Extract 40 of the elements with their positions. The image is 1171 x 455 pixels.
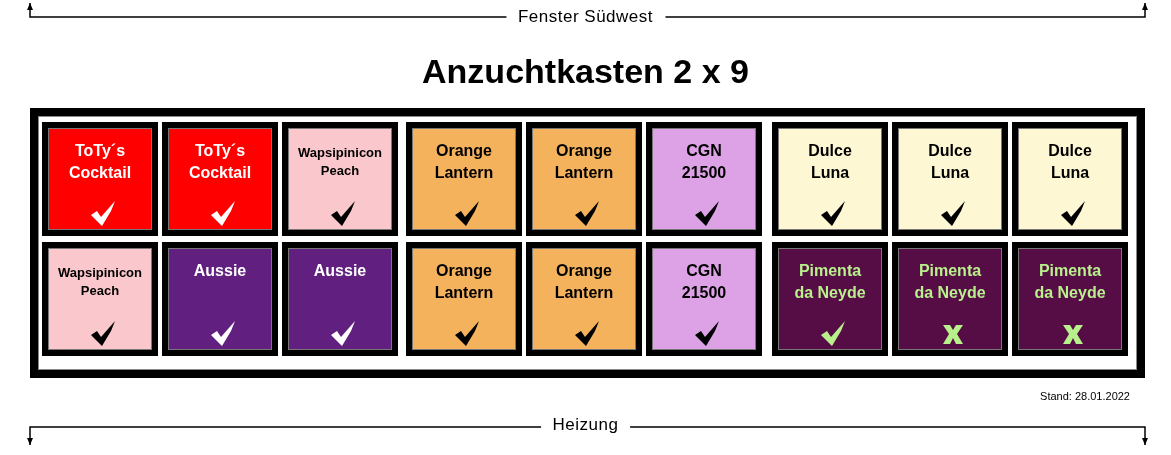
plant-cell xyxy=(526,242,642,356)
plant-cell xyxy=(526,122,642,236)
plant-cell xyxy=(282,122,398,236)
plant-cell xyxy=(1012,242,1128,356)
plant-name: Aussie xyxy=(313,261,367,281)
plant-cell xyxy=(42,242,158,356)
plant-name: ToTy´s Cocktail xyxy=(187,141,253,183)
plant-cell xyxy=(406,242,522,356)
plant-name: Dulce Luna xyxy=(927,141,973,183)
date-note: Stand: 28.01.2022 xyxy=(1040,390,1130,402)
plant-cell xyxy=(772,122,888,236)
plant-cell xyxy=(892,242,1008,356)
plant-name: ToTy´s Cocktail xyxy=(67,141,133,183)
plant-cell xyxy=(646,122,762,236)
heater-label: Heizung xyxy=(540,415,631,435)
plant-cell xyxy=(406,122,522,236)
plant-name: CGN 21500 xyxy=(680,261,728,303)
plant-name: Pimenta da Neyde xyxy=(913,261,987,303)
plant-cell xyxy=(42,122,158,236)
plant-cell xyxy=(892,122,1008,236)
plant-cell xyxy=(162,242,278,356)
plant-cell xyxy=(1012,122,1128,236)
plant-name: Orange Lantern xyxy=(553,141,615,183)
plant-name: CGN 21500 xyxy=(680,141,728,183)
plant-name: Aussie xyxy=(193,261,247,281)
plant-name: Dulce Luna xyxy=(1047,141,1093,183)
plant-cell xyxy=(282,242,398,356)
plant-name: Orange Lantern xyxy=(553,261,615,303)
plant-name: Dulce Luna xyxy=(807,141,853,183)
plant-name: Pimenta da Neyde xyxy=(793,261,867,303)
plant-cell xyxy=(162,122,278,236)
plant-cell xyxy=(646,242,762,356)
tray-frame xyxy=(30,108,1145,378)
plant-cell xyxy=(772,242,888,356)
title: Anzuchtkasten 2 x 9 xyxy=(421,52,750,91)
plant-name: Orange Lantern xyxy=(433,261,495,303)
plant-name: Orange Lantern xyxy=(433,141,495,183)
plant-name: Pimenta da Neyde xyxy=(1033,261,1107,303)
plant-name: Wapsipinicon Peach xyxy=(57,264,143,300)
plant-name: Wapsipinicon Peach xyxy=(297,144,383,180)
